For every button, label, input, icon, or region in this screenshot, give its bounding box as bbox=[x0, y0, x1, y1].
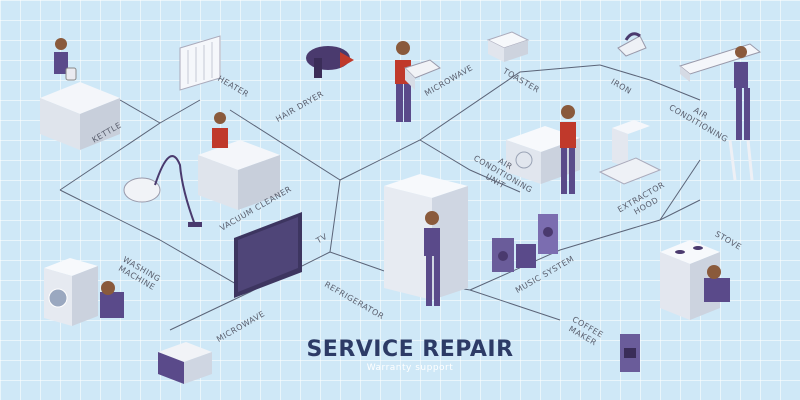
iron-icon bbox=[617, 32, 647, 57]
hair-dryer-icon bbox=[306, 46, 354, 78]
air-conditioning-unit-station bbox=[506, 105, 580, 194]
heater-icon bbox=[179, 35, 221, 91]
connector-lines bbox=[59, 64, 701, 331]
microwave-worker bbox=[395, 41, 441, 122]
extractor-hood-icon bbox=[598, 120, 662, 185]
page-subtitle: Warranty support bbox=[366, 363, 454, 373]
vacuum-cleaner-icon bbox=[123, 155, 202, 227]
kettle-station bbox=[40, 38, 120, 150]
refrigerator-station bbox=[384, 174, 468, 306]
tv-icon bbox=[234, 212, 302, 298]
coffee-maker-icon bbox=[620, 334, 640, 372]
washing-machine-station bbox=[44, 258, 124, 326]
stove-station bbox=[660, 240, 730, 320]
air-conditioning-station bbox=[678, 43, 762, 181]
microwave-icon bbox=[158, 342, 212, 384]
music-system-icon bbox=[492, 214, 558, 272]
toaster-icon bbox=[486, 31, 530, 62]
vacuum-repair-desk bbox=[198, 112, 280, 210]
page-title: SERVICE REPAIR bbox=[306, 337, 514, 362]
